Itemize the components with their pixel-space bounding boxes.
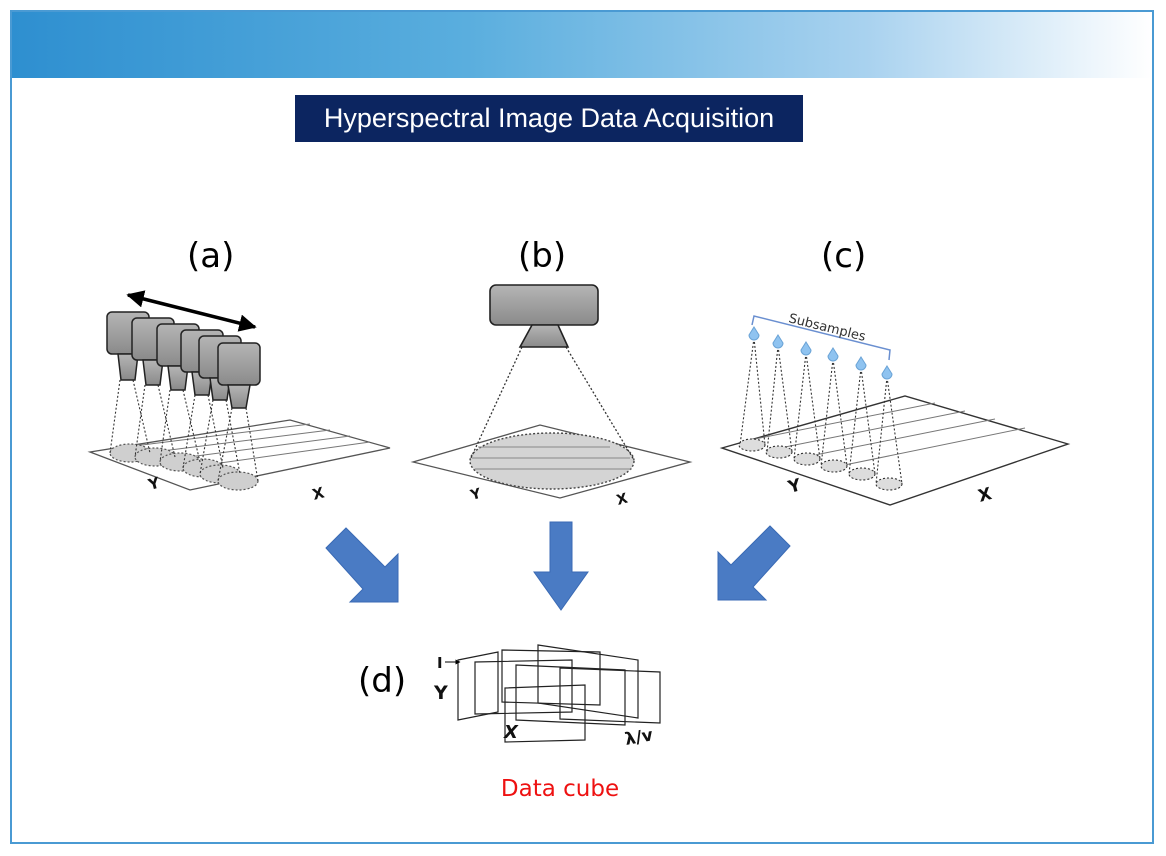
panel-c-axis-x: X xyxy=(976,484,994,507)
header-band xyxy=(12,12,1152,78)
arrow-a-to-d xyxy=(325,527,399,603)
panel-b-camera-lens xyxy=(518,324,570,348)
panel-c-sensors xyxy=(748,326,893,380)
panel-a-diagram: Y X xyxy=(87,290,391,504)
figure-title: Hyperspectral Image Data Acquisition xyxy=(295,95,803,142)
panel-b-axis-y: Y xyxy=(468,486,484,505)
panel-c-diagram: Subsamples Y X xyxy=(719,311,1071,507)
panel-label-d: (d) xyxy=(358,661,407,701)
arrow-c-to-d xyxy=(717,525,791,601)
panel-d-axis-lambda: λ/v xyxy=(623,725,654,750)
panel-label-b: (b) xyxy=(518,236,567,276)
panel-label-a: (a) xyxy=(187,236,235,276)
arrow-b-to-d xyxy=(533,521,589,611)
panel-a-axis-x: X xyxy=(310,483,326,503)
panel-d-axis-x: X xyxy=(503,722,519,743)
panel-c-bracket-label: Subsamples xyxy=(787,311,867,345)
panel-d-data-cube xyxy=(457,644,661,743)
panel-a-cameras xyxy=(106,311,261,409)
panel-a-footprints xyxy=(109,443,259,491)
panel-b-footprint xyxy=(469,432,635,490)
cube-slice xyxy=(501,649,601,706)
panel-d-axis-y: Y xyxy=(433,682,448,704)
panel-b-diagram: Y X xyxy=(410,284,693,509)
panel-c-bracket xyxy=(751,315,891,361)
panel-a-scan-arrow xyxy=(126,290,257,332)
panel-b-camera-body xyxy=(489,284,599,326)
panel-label-c: (c) xyxy=(821,236,867,276)
panel-c-axis-y: Y xyxy=(785,475,804,498)
data-cube-caption: Data cube xyxy=(500,776,620,802)
panel-c-footprints xyxy=(738,438,903,491)
flow-arrows xyxy=(325,521,791,611)
panel-a-ground-plane xyxy=(87,419,391,491)
panel-d-axis-i: I xyxy=(437,654,443,672)
panel-b-axis-x: X xyxy=(615,491,630,509)
panel-c-ground-plane xyxy=(719,395,1071,506)
